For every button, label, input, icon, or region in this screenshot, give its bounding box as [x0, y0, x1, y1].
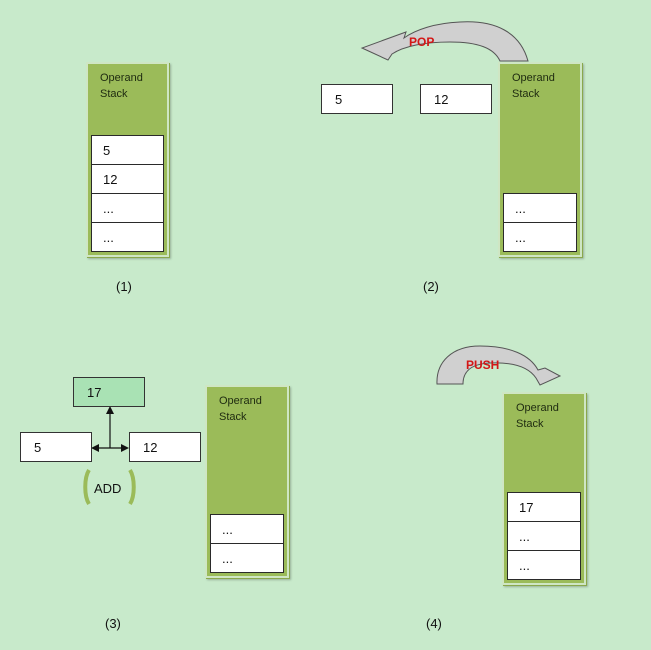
stack-label: Operand Stack: [219, 393, 262, 425]
panel4-caption: (4): [426, 616, 442, 631]
panel2-operand-stack: Operand Stack ... ...: [498, 62, 582, 257]
pop-arrow: [360, 21, 529, 62]
popped-value-5: 5: [321, 84, 393, 114]
stack-cell: ...: [507, 550, 581, 580]
panel1-caption: (1): [116, 279, 132, 294]
panel3-operand-stack: Operand Stack ... ...: [205, 385, 289, 578]
panel3-caption: (3): [105, 616, 121, 631]
right-operand: 12: [129, 432, 201, 462]
stack-cell: 12: [91, 164, 164, 194]
stack-label-line2: Stack: [516, 418, 544, 430]
result-value: 17: [73, 377, 145, 407]
stack-label: Operand Stack: [512, 70, 555, 102]
stack-label-line1: Operand: [516, 402, 559, 414]
push-label: PUSH: [466, 358, 500, 372]
panel1-operand-stack: Operand Stack 5 12 ... ...: [86, 62, 169, 257]
stack-cell: ...: [91, 222, 164, 252]
stack-label-line2: Stack: [512, 88, 540, 100]
add-arrow-up-head: [106, 406, 114, 414]
left-operand: 5: [20, 432, 92, 462]
add-bracket-right: [128, 468, 136, 506]
stack-cell: ...: [210, 514, 284, 544]
stack-label-line1: Operand: [219, 395, 262, 407]
stack-label-line1: Operand: [100, 72, 143, 84]
add-arrow-right-head: [121, 444, 129, 452]
panel4-operand-stack: Operand Stack 17 ... ...: [502, 392, 586, 585]
add-bracket-left: [83, 468, 91, 506]
stack-cell: ...: [210, 543, 284, 573]
popped-value-12: 12: [420, 84, 492, 114]
stack-cell: 17: [507, 492, 581, 522]
pop-label: POP: [409, 35, 435, 49]
add-arrow-left-head: [91, 444, 99, 452]
stack-cell: ...: [503, 222, 577, 252]
add-label: ADD: [94, 481, 122, 496]
push-arrow: [436, 345, 562, 386]
stack-label-line2: Stack: [100, 88, 128, 100]
stack-cell: ...: [91, 193, 164, 223]
panel2-caption: (2): [423, 279, 439, 294]
stack-label-line2: Stack: [219, 411, 247, 423]
stack-cell: ...: [503, 193, 577, 223]
stack-cell: 5: [91, 135, 164, 165]
stack-label-line1: Operand: [512, 72, 555, 84]
stack-label: Operand Stack: [516, 400, 559, 432]
stack-label: Operand Stack: [100, 70, 143, 102]
stack-cell: ...: [507, 521, 581, 551]
